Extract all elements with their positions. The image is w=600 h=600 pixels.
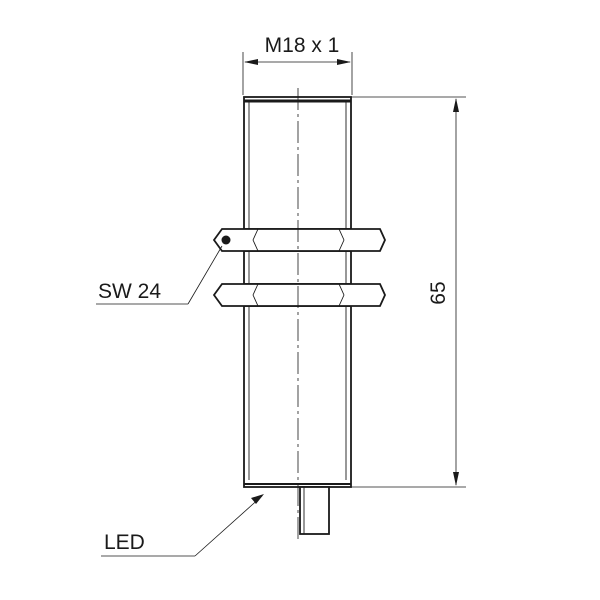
marker-dot-icon (221, 235, 231, 245)
thread-label: M18 x 1 (265, 34, 340, 57)
length-label: 65 (427, 281, 450, 304)
led-callout: LED (101, 494, 264, 557)
nut-lower-face-1 (252, 283, 259, 296)
nut-lower-face-3 (338, 283, 345, 296)
nut-lower-outline (212, 283, 386, 307)
wrench-size-leader (187, 245, 223, 305)
wrench-size-label: SW 24 (98, 280, 161, 303)
cable-stub (299, 486, 330, 535)
housing-lower (243, 305, 352, 488)
housing-middle (243, 250, 352, 285)
housing-upper (243, 96, 352, 230)
sensor-body (243, 96, 352, 535)
nut-lower-face-2 (252, 294, 259, 307)
nut-upper-outline (212, 228, 386, 252)
led-label: LED (104, 531, 145, 554)
nut-upper-face-4 (338, 239, 345, 252)
length-arrow-bottom (453, 472, 459, 486)
nut-upper-face-2 (252, 239, 259, 252)
thread-arrow-left (244, 59, 258, 65)
thread-dimension: M18 x 1 (242, 34, 353, 95)
length-dimension: 65 (351, 96, 466, 488)
hex-nut-lower (212, 283, 386, 307)
nut-upper-face-3 (338, 228, 345, 241)
nut-lower-face-4 (338, 294, 345, 307)
thread-arrow-right (337, 59, 351, 65)
hex-nut-upper (212, 228, 386, 252)
length-arrow-top (453, 98, 459, 112)
nut-upper-face-1 (252, 228, 259, 241)
wrench-size-callout: SW 24 (96, 245, 223, 305)
led-leader (194, 495, 263, 557)
led-arrow (251, 494, 264, 504)
